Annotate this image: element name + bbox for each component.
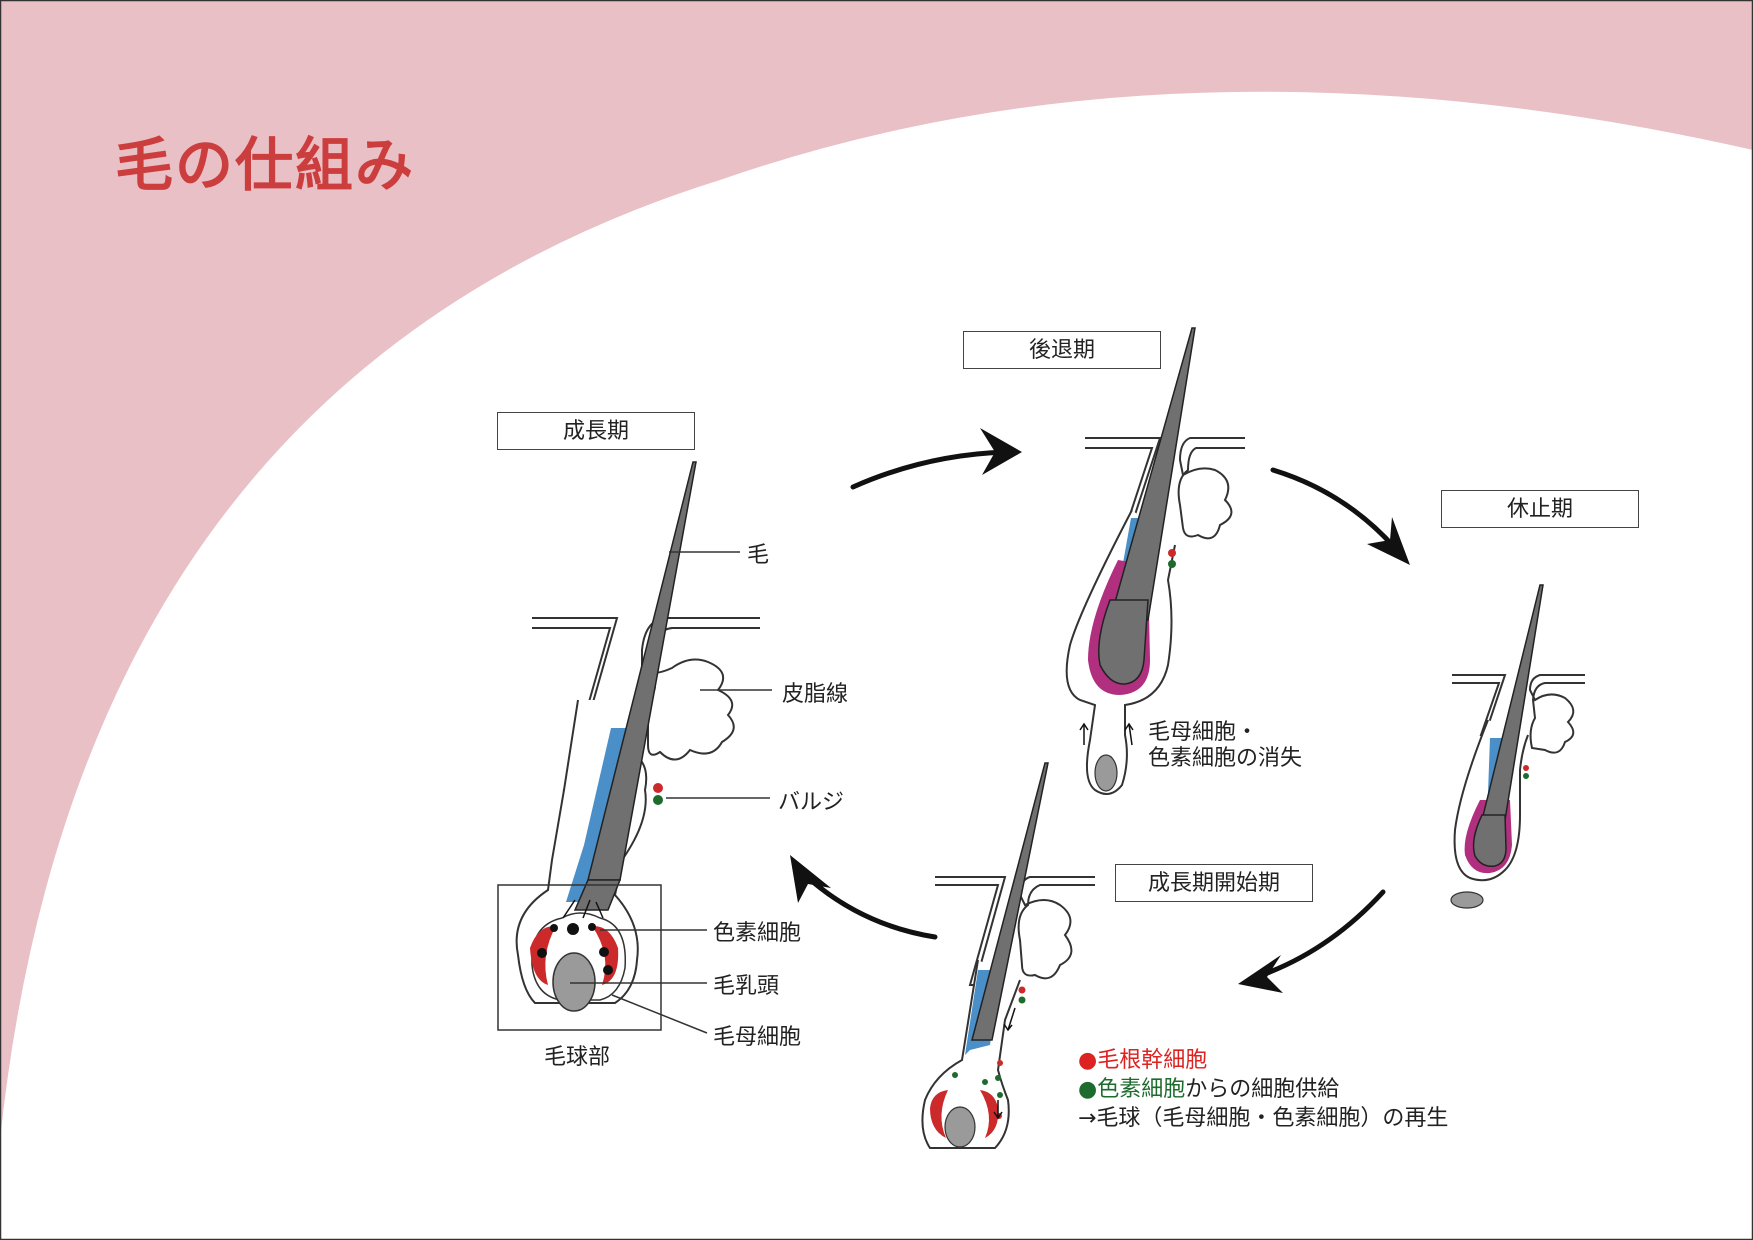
- label-hair-bulb: 毛球部: [544, 1045, 611, 1070]
- arrow-anagen-to-catagen: [850, 449, 1008, 490]
- catagen-follicle: [1065, 327, 1245, 795]
- arrow-catagen-to-telogen: [1270, 467, 1398, 551]
- label-sebaceous-gland: 皮脂線: [782, 682, 849, 707]
- phase-label-anagen: 成長期: [497, 412, 695, 450]
- legend: ●毛根幹細胞 ●色素細胞からの細胞供給 →毛球（毛母細胞・色素細胞）の再生: [1078, 1046, 1448, 1133]
- legend-bullet-red: ●: [1078, 1048, 1098, 1073]
- label-bulge: バルジ: [778, 790, 845, 815]
- arrowheads: [790, 428, 1410, 993]
- label-melanocytes: 色素細胞: [713, 921, 802, 946]
- cycle-arrows: [802, 449, 1398, 978]
- label-loss-line1: 毛母細胞・: [1148, 720, 1259, 745]
- telogen-follicle: [1450, 584, 1585, 909]
- legend-regeneration: →毛球（毛母細胞・色素細胞）の再生: [1078, 1106, 1449, 1131]
- label-hair: 毛: [747, 543, 770, 568]
- legend-bullet-green: ●: [1078, 1077, 1098, 1102]
- phase-label-telogen: 休止期: [1441, 490, 1639, 528]
- label-dermal-papilla: 毛乳頭: [713, 974, 780, 999]
- label-loss-line2: 色素細胞の消失: [1148, 746, 1303, 771]
- anagen-follicle: [497, 461, 772, 1034]
- label-matrix-cells: 毛母細胞: [713, 1025, 802, 1050]
- legend-stem-cells: ●毛根幹細胞: [1078, 1048, 1208, 1073]
- arrow-early-anagen-to-anagen: [802, 872, 938, 940]
- phase-label-catagen: 後退期: [963, 331, 1161, 369]
- legend-melanocyte-supply: ●色素細胞からの細胞供給: [1078, 1077, 1340, 1102]
- white-arc-area: [0, 91, 1753, 1240]
- arrow-telogen-to-early-anagen: [1259, 889, 1386, 978]
- early-anagen-follicle: [921, 762, 1095, 1149]
- page-title: 毛の仕組み: [115, 131, 416, 199]
- phase-label-early-anagen: 成長期開始期: [1115, 864, 1313, 902]
